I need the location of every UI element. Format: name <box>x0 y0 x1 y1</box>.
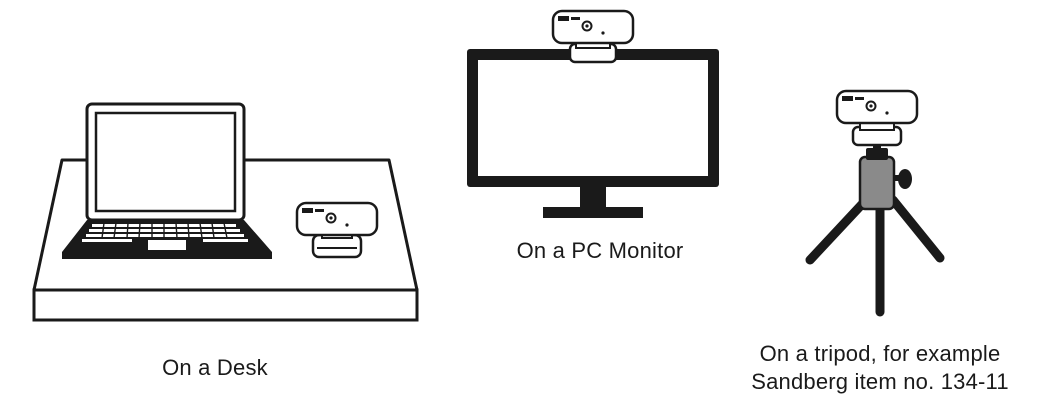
caption-desk: On a Desk <box>162 355 268 380</box>
tripod-scene <box>805 89 945 317</box>
caption-tripod-line-1: On a tripod, for example <box>759 341 1001 366</box>
desk-scene <box>32 102 419 322</box>
webcam-on-desk <box>295 201 379 259</box>
tripod-legs <box>805 195 945 317</box>
tripod-handle <box>858 155 896 211</box>
touchpad <box>148 240 186 250</box>
monitor-foot <box>543 207 643 218</box>
desk-front-edge <box>32 288 419 322</box>
monitor-scene <box>467 9 719 218</box>
monitor-screen <box>478 60 708 176</box>
webcam-on-monitor <box>551 9 635 64</box>
monitor-neck <box>580 187 606 208</box>
caption-tripod-line-2: Sandberg item no. 134-11 <box>751 369 1009 394</box>
tripod-knob <box>898 169 912 189</box>
caption-tripod: On a tripod, for example Sandberg item n… <box>720 340 1040 396</box>
webcam-on-tripod <box>835 89 919 147</box>
laptop <box>62 102 272 259</box>
caption-monitor: On a PC Monitor <box>516 238 684 263</box>
